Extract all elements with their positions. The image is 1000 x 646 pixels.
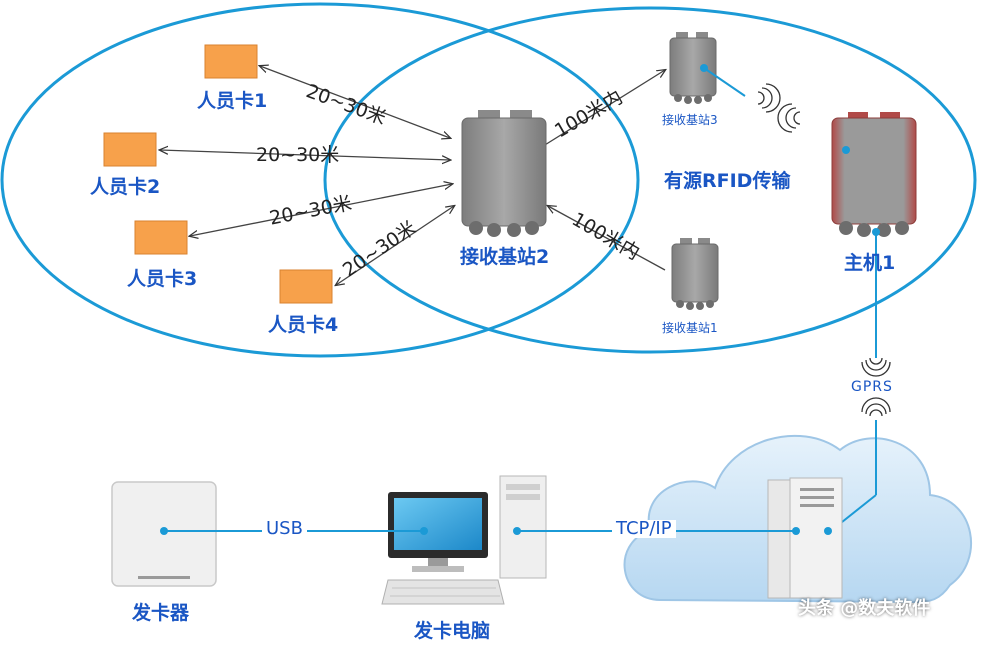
card-pc-label: 发卡电脑 xyxy=(414,620,491,642)
gprs-signal-icon-up xyxy=(861,397,891,417)
arrow-card4-station2 xyxy=(336,206,454,285)
coverage-ellipse-right xyxy=(323,6,977,354)
person-card-4 xyxy=(279,269,333,304)
tcpip-label: TCP/IP xyxy=(612,520,676,538)
station3-dot xyxy=(700,64,708,72)
link-station3-signal xyxy=(703,67,746,97)
station-3-label: 接收基站3 xyxy=(662,113,718,127)
rfid-transmission-label: 有源RFID传输 xyxy=(664,170,791,192)
server-dot-2 xyxy=(824,527,832,535)
host-device xyxy=(831,112,917,237)
pc-tower xyxy=(499,475,547,579)
arrow-card3-station2 xyxy=(190,184,452,236)
host-dot xyxy=(842,146,850,154)
receiver-station-1 xyxy=(671,238,719,310)
host-bottom-dot xyxy=(872,228,880,236)
wireless-signal-icon-out xyxy=(757,83,781,113)
pc-monitor xyxy=(388,492,488,572)
receiver-station-2 xyxy=(461,110,547,237)
card-2-label: 人员卡2 xyxy=(90,176,161,198)
coverage-ellipse-left xyxy=(0,2,640,358)
arrow-card2-station2 xyxy=(160,150,450,160)
host-label: 主机1 xyxy=(844,252,896,274)
receiver-station-3 xyxy=(669,32,717,104)
person-card-1 xyxy=(204,44,258,79)
pc-keyboard xyxy=(381,579,505,605)
server-icon xyxy=(767,477,843,599)
usb-label: USB xyxy=(262,520,307,538)
arrow-card1-station2 xyxy=(260,66,450,138)
arrow-station1-station2 xyxy=(548,206,666,271)
station-2-label: 接收基站2 xyxy=(460,246,550,268)
card-issuer-label: 发卡器 xyxy=(132,602,190,624)
wireless-signal-icon-in xyxy=(777,103,801,133)
watermark-text: 头条 @数夫软件 xyxy=(798,598,931,619)
card-3-label: 人员卡3 xyxy=(127,268,198,290)
person-card-2 xyxy=(103,132,157,167)
person-card-3 xyxy=(134,220,188,255)
distance-label-card2: 20~30米 xyxy=(256,144,340,166)
arrow-station2-station3 xyxy=(539,70,665,149)
gprs-signal-icon-down xyxy=(861,357,891,377)
gprs-label: GPRS xyxy=(848,380,896,394)
card-4-label: 人员卡4 xyxy=(268,314,339,336)
station-1-label: 接收基站1 xyxy=(662,321,718,335)
card-1-label: 人员卡1 xyxy=(197,90,268,112)
